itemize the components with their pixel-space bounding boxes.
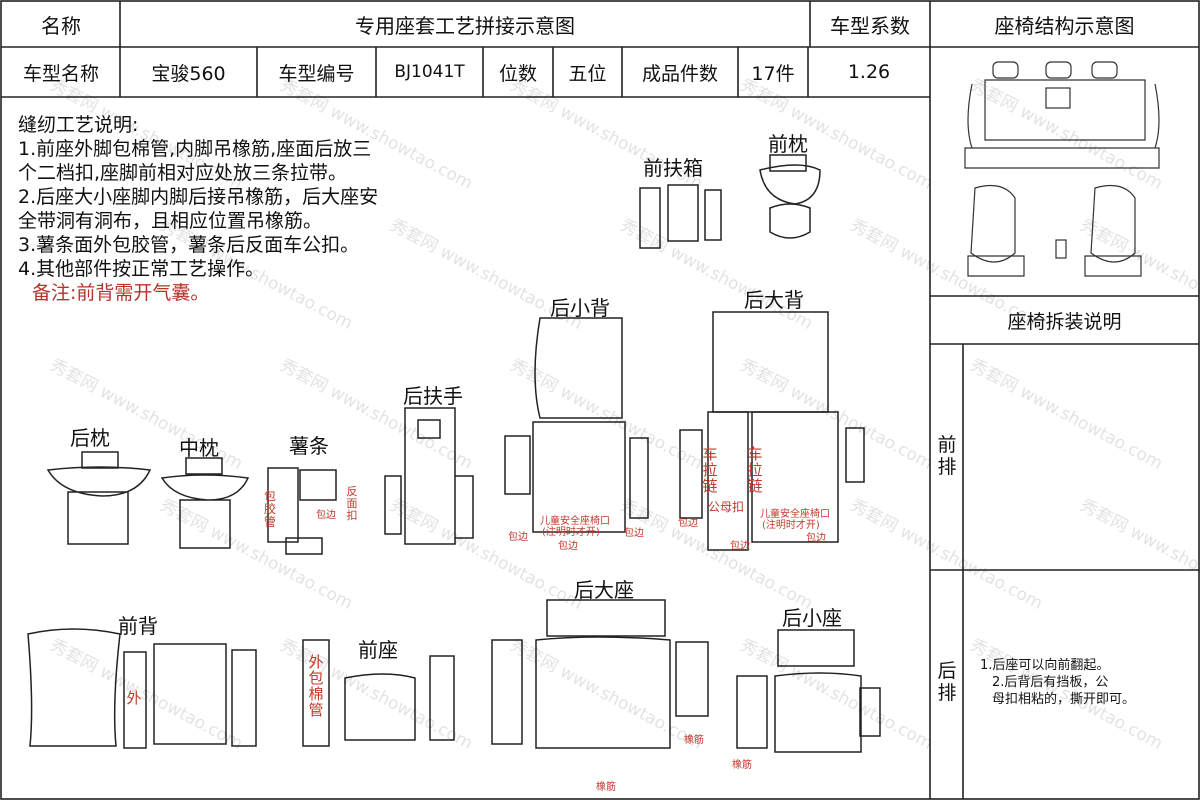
- annot-child-seat-2: 儿童安全座椅口: [760, 509, 830, 520]
- label-middle-pillow: 中枕: [179, 436, 219, 460]
- rear-small-seat-main: [736, 672, 881, 753]
- model-code-label: 车型编号: [278, 62, 355, 85]
- rear-note-3: 母扣相粘的，撕开即可。: [992, 692, 1136, 707]
- middle-pillow-shape: [160, 457, 250, 549]
- notes-remark: 备注:前背需开气囊。: [32, 282, 210, 304]
- structure-title: 座椅结构示意图: [994, 14, 1135, 38]
- rear-note-2: 2.后背后有挡板，公: [992, 675, 1109, 690]
- rear-big-seat-sides: [491, 639, 709, 745]
- pieces-label: 成品件数: [641, 62, 718, 85]
- annot-reverse-buckle: 反面扣: [346, 485, 358, 522]
- rear-small-back-sides: [504, 435, 649, 519]
- rear-big-seat-top: [546, 599, 666, 637]
- rear-row-notes: 1.后座可以向前翻起。 2.后背后有挡板，公 母扣相粘的，撕开即可。: [980, 657, 1135, 708]
- rear-note-1: 1.后座可以向前翻起。: [980, 658, 1110, 673]
- notes-line-3: 2.后座大小座脚内脚后接吊橡筋，后大座安: [18, 186, 379, 208]
- annot-edge-2: 包边: [558, 541, 578, 552]
- rear-big-back-lower: [707, 411, 839, 551]
- annot-buckle: 公母扣: [708, 500, 745, 514]
- pieces-value: 17件: [751, 62, 795, 85]
- annot-child-seat-note-1: (注明时才开): [542, 527, 600, 538]
- name-label: 名称: [41, 14, 81, 38]
- annot-rubber-2: 橡筋: [732, 760, 752, 771]
- rear-small-back-upper: [534, 317, 623, 419]
- rear-row-label: 后排: [937, 660, 957, 704]
- front-pillow-shape: [759, 154, 821, 239]
- page-title: 专用座套工艺拼接示意图: [355, 14, 575, 38]
- chips-shape: [267, 467, 337, 555]
- label-front-back: 前背: [118, 614, 158, 638]
- model-code-value: BJ1041T: [394, 62, 465, 82]
- front-row-label: 前排: [937, 434, 957, 478]
- label-front-armbox: 前扶箱: [643, 156, 703, 180]
- notes-line-6: 4.其他部件按正常工艺操作。: [18, 258, 265, 280]
- annot-outer-pipe: 外包棉管: [308, 653, 324, 719]
- label-rear-big-back: 后大背: [744, 288, 804, 312]
- notes-line-4: 全带洞有洞布，且相应位置吊橡筋。: [18, 210, 323, 232]
- annot-zipper-left: 车拉链: [702, 445, 718, 495]
- label-front-seat: 前座: [358, 638, 398, 662]
- annot-pipe-wrap: 包胶管: [263, 489, 276, 529]
- label-rear-armrest: 后扶手: [403, 384, 463, 408]
- model-name-label: 车型名称: [22, 62, 99, 85]
- annot-outer-front-back: 外: [126, 689, 142, 707]
- rear-big-back-upper: [712, 311, 829, 413]
- annot-edge-6: 包边: [806, 533, 826, 544]
- front-back-main: [27, 628, 121, 747]
- pattern-pieces: [27, 154, 881, 753]
- label-rear-big-seat: 后大座: [574, 578, 634, 602]
- annot-rubber-1: 橡筋: [684, 735, 704, 746]
- label-rear-small-seat: 后小座: [782, 606, 842, 630]
- annot-rubber-3: 橡筋: [596, 782, 616, 793]
- notes-title: 缝纫工艺说明:: [18, 114, 139, 136]
- rear-big-back-sides: [679, 427, 865, 519]
- rear-big-seat-main: [535, 636, 671, 749]
- seats-label: 位数: [498, 62, 537, 85]
- label-chips: 薯条: [289, 434, 329, 458]
- label-rear-pillow: 后枕: [70, 426, 110, 450]
- annot-edge-3: 包边: [624, 528, 644, 539]
- sewing-notes: 缝纫工艺说明: 1.前座外脚包棉管,内脚吊橡筋,座面后放三 个二档扣,座脚前相对…: [18, 113, 538, 305]
- rear-pillow-shape: [46, 451, 152, 545]
- rear-small-back-lower: [532, 421, 626, 533]
- rear-small-seat-top: [777, 629, 855, 667]
- annot-zipper-right: 车拉链: [747, 445, 763, 495]
- annot-edge-5: 包边: [730, 541, 750, 552]
- front-armbox-shape: [639, 184, 722, 249]
- annot-child-seat-1: 儿童安全座椅口: [540, 516, 610, 527]
- front-seat-shape: [302, 639, 455, 747]
- seats-value: 五位: [568, 62, 607, 85]
- annot-edge-7: 包边: [316, 510, 336, 521]
- label-rear-small-back: 后小背: [550, 296, 610, 320]
- notes-line-1: 1.前座外脚包棉管,内脚吊橡筋,座面后放三: [18, 138, 372, 160]
- annot-child-seat-note-2: (注明时才开): [762, 520, 820, 531]
- notes-line-2: 个二档扣,座脚前相对应处放三条拉带。: [18, 162, 348, 184]
- annot-edge-4: 包边: [678, 518, 698, 529]
- coefficient-label: 车型系数: [830, 14, 910, 38]
- label-front-pillow: 前枕: [768, 132, 808, 156]
- annot-edge-1: 包边: [508, 532, 528, 543]
- front-back-pieces: [123, 643, 257, 749]
- model-name-value: 宝骏560: [151, 62, 226, 85]
- notes-line-5: 3.薯条面外包胶管，薯条后反面车公扣。: [18, 234, 360, 256]
- seat-structure-sketch: [964, 61, 1160, 277]
- coefficient-value: 1.26: [847, 61, 891, 83]
- rear-armrest-shape: [384, 407, 474, 545]
- disassembly-title: 座椅拆装说明: [1007, 310, 1122, 333]
